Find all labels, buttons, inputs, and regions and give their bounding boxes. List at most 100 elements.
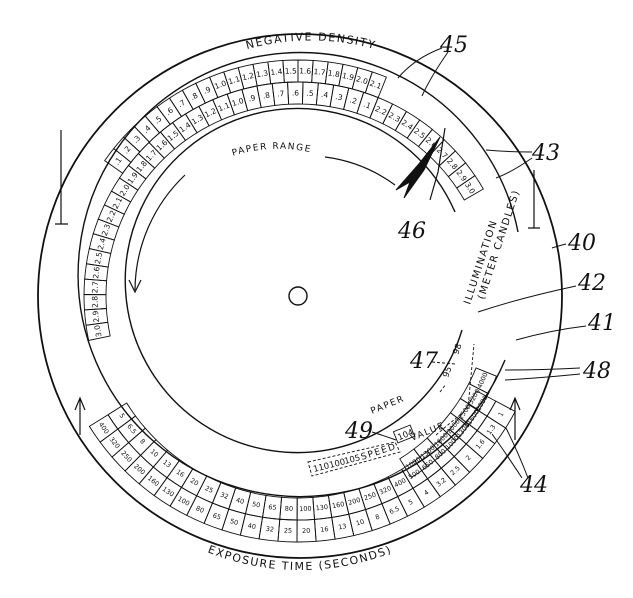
exposure-left-arrow (74, 396, 86, 435)
density-outer-value: 1.8 (327, 68, 340, 79)
exp-inner-value: 160 (331, 500, 345, 510)
exp-outer-value: 20 (302, 527, 311, 535)
exp-inner-value: 10 (148, 447, 160, 458)
leader-43 (485, 149, 533, 179)
density-inner-value: 1.0 (231, 96, 245, 108)
exp-outer-value: 16 (320, 525, 329, 534)
density-outer-value: .2 (121, 144, 133, 155)
paper-range-label: PAPER RANGE (231, 142, 313, 159)
density-outer-value: .5 (152, 114, 163, 126)
exp-inner-value: 5 (117, 412, 126, 420)
density-scale-continuation: 2.22.32.42.52.62.72.82.93.0 (369, 96, 484, 201)
exp-inner-value: 16 (175, 468, 186, 479)
exp-outer-value: 1 (497, 410, 506, 418)
density-outer-value: 1.2 (241, 71, 255, 82)
paper-range-arc-arrow (134, 174, 186, 291)
exp-outer-value: 4 (422, 488, 430, 497)
leader-47 (431, 361, 456, 365)
density-inner-value: 2.7 (90, 281, 100, 294)
outer-disc-edge (37, 33, 563, 559)
exp-inner-value: 20 (189, 477, 200, 488)
density-outer-value: 1.3 (256, 68, 269, 79)
density-inner-value: 2.3 (100, 223, 112, 237)
density-inner-value: .4 (320, 90, 329, 100)
inner-disc-edge (124, 107, 463, 454)
exp-outer-value: 40 (247, 522, 257, 531)
paper-range-arc-lead (324, 156, 396, 186)
exp-outer-value: 80 (194, 504, 205, 515)
ref-44: 44 (519, 473, 548, 498)
exp-inner-value: 8 (138, 437, 147, 445)
paper-speed-value-3: 105 (343, 453, 361, 467)
exp-outer-value: 250 (119, 449, 133, 464)
density-outer-value: .4 (141, 123, 153, 135)
exp-outer-value: 25 (284, 527, 293, 535)
exposure-right-arrow (509, 396, 521, 440)
exp-outer-value: 130 (161, 485, 176, 499)
density-outer-value: 2.0 (355, 74, 369, 86)
exp-outer-value: 13 (338, 522, 348, 531)
exp-outer-value: 1.6 (474, 438, 487, 451)
density-cont-value: 2.2 (374, 104, 389, 117)
density-inner-value: .1 (362, 100, 372, 111)
density-cont-cell (456, 175, 484, 201)
ref-48: 48 (582, 359, 611, 384)
illum-cell (399, 448, 428, 479)
density-inner-value: 1.1 (217, 101, 232, 114)
exp-inner-value: 80 (285, 505, 294, 513)
exp-inner-cell (467, 390, 497, 417)
density-inner-value: 1.2 (203, 106, 218, 119)
density-outer-value: 1.6 (299, 66, 311, 75)
exp-outer-value: 400 (97, 421, 111, 436)
paper-speed-selected-box (392, 424, 416, 444)
leader-48 (504, 367, 581, 381)
density-outer-value: .1 (112, 155, 124, 166)
exp-inner-value: 130 (315, 503, 328, 512)
density-outer-value: 1.0 (213, 78, 228, 91)
density-inner-value: .6 (292, 88, 299, 97)
exp-outer-value: 65 (212, 511, 223, 521)
exp-outer-value: 3.2 (435, 476, 448, 489)
exp-inner-value: 65 (268, 503, 277, 512)
density-inner-value: 2.9 (91, 310, 101, 323)
ref-43: 43 (531, 141, 560, 166)
leader-42 (477, 285, 577, 313)
density-outer-value: 2.1 (368, 79, 383, 92)
density-inner-value: 2.5 (93, 251, 104, 265)
ref-40: 40 (567, 231, 596, 256)
paper-value-mark-2: 98 (451, 342, 464, 356)
exp-outer-value: 100 (176, 495, 191, 508)
exp-inner-value: 25 (204, 484, 215, 495)
density-inner-value: 3.0 (93, 324, 104, 338)
density-outer-value: 1.4 (270, 67, 283, 77)
leader-41 (515, 325, 587, 341)
ref-42: 42 (577, 271, 606, 296)
exp-inner-value: 40 (235, 496, 245, 506)
paper-value-mark-1: 95 (441, 365, 454, 379)
density-outer-value: .8 (189, 91, 200, 102)
exp-outer-value: 160 (146, 474, 161, 488)
density-scale-inner-ring: 3.02.92.82.72.62.52.42.32.22.12.01.91.81… (83, 81, 379, 342)
pointer-arrow (395, 136, 441, 199)
density-inner-value: 2.6 (91, 266, 101, 279)
density-inner-value: 2.2 (105, 209, 118, 224)
left-range-stop (55, 130, 68, 225)
exp-inner-value: 400 (393, 476, 408, 489)
ref-45: 45 (439, 33, 468, 58)
density-outer-value: .6 (164, 105, 175, 117)
density-inner-value: .2 (349, 95, 359, 106)
paper-speed-value-1: 110 (312, 461, 330, 475)
leader-40 (551, 243, 567, 249)
paper-label: PAPER (369, 394, 406, 417)
density-outer-value: .7 (176, 98, 187, 110)
leader-45 (397, 47, 449, 97)
ref-46: 46 (397, 219, 426, 244)
exp-outer-value: 8 (374, 513, 381, 522)
illum-value: 4000 (476, 371, 490, 389)
center-pivot-hole (288, 286, 308, 306)
pointer-hairline (429, 127, 446, 201)
ref-47: 47 (409, 349, 438, 374)
density-inner-value: .3 (335, 92, 344, 102)
